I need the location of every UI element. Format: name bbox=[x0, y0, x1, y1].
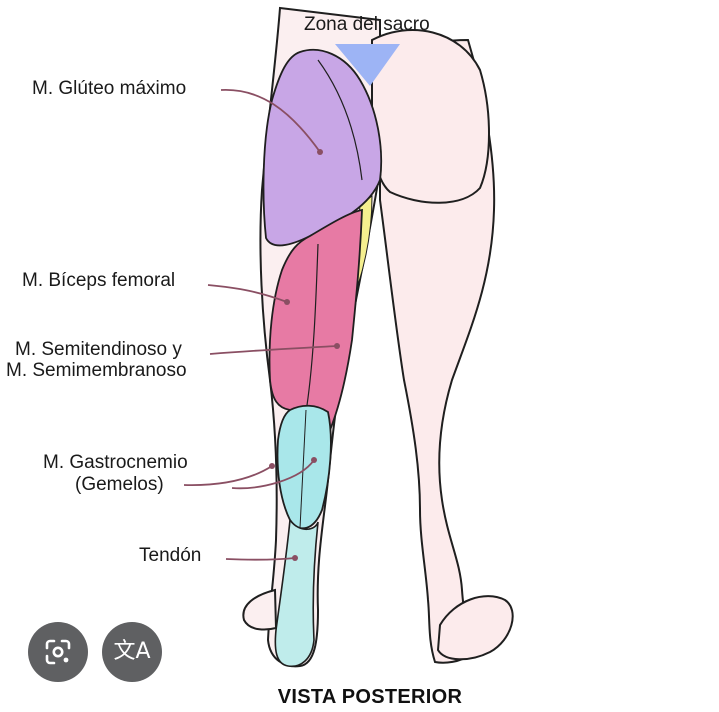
sacrum-triangle bbox=[335, 44, 400, 86]
gastrocnemius bbox=[276, 404, 332, 530]
gluteus-leader bbox=[220, 89, 321, 153]
label-sacro: Zona del sacro bbox=[304, 14, 430, 35]
label-gluteo: M. Glúteo máximo bbox=[32, 78, 187, 99]
label-semi-line2: M. Semimembranoso bbox=[6, 360, 187, 381]
biceps-dot bbox=[284, 299, 290, 305]
label-gastro-line2: (Gemelos) bbox=[75, 474, 164, 495]
semi-leader bbox=[209, 345, 338, 355]
lens-camera-icon bbox=[45, 639, 71, 665]
translate-button[interactable]: 文A bbox=[102, 622, 162, 682]
gastro-dot-b bbox=[311, 457, 317, 463]
label-biceps: M. Bíceps femoral bbox=[22, 270, 176, 291]
gastro-leader-a bbox=[183, 465, 273, 486]
label-gastro-line1: M. Gastrocnemio bbox=[43, 452, 188, 473]
diagram-caption: VISTA POSTERIOR bbox=[277, 686, 463, 708]
tendon-leader bbox=[225, 557, 296, 561]
leader-dots bbox=[269, 149, 340, 561]
label-tendon: Tendón bbox=[139, 545, 202, 566]
gluteus-dot bbox=[317, 149, 323, 155]
biceps-leader bbox=[207, 284, 288, 303]
gastro-dot-a bbox=[269, 463, 275, 469]
achilles-tendon bbox=[274, 517, 319, 668]
lens-button[interactable] bbox=[28, 622, 88, 682]
right-foot bbox=[436, 595, 514, 661]
gluteus-inner-line bbox=[317, 59, 363, 181]
semi-dot bbox=[334, 343, 340, 349]
right-buttock bbox=[371, 29, 490, 204]
leader-lines bbox=[183, 89, 338, 561]
hamstring-split bbox=[305, 243, 319, 413]
translate-icon: 文A bbox=[113, 639, 151, 664]
gastro-leader-b bbox=[231, 459, 315, 490]
left-foot bbox=[242, 588, 278, 631]
label-semi-line1: M. Semitendinoso y bbox=[15, 339, 182, 360]
tendon-dot bbox=[292, 555, 298, 561]
